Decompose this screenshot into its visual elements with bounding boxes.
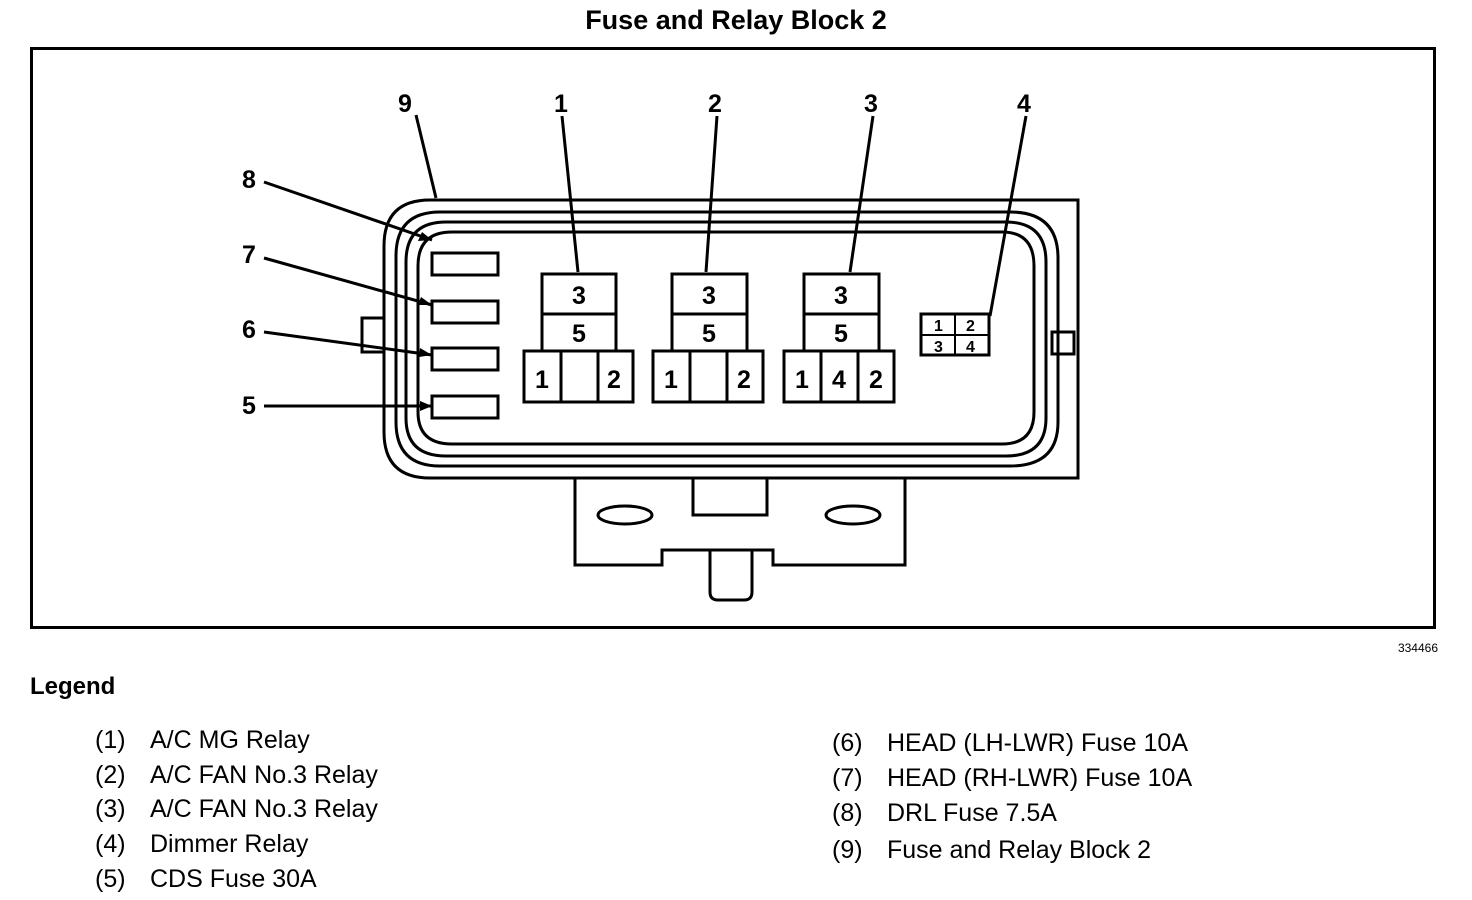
legend-item-1: (1)A/C MG Relay <box>95 726 310 754</box>
legend-item-7: (7)HEAD (RH-LWR) Fuse 10A <box>832 764 1193 792</box>
relay-2-terminal-3: 3 <box>702 282 716 310</box>
relay-1-base-right <box>596 349 635 404</box>
relay-1-terminal-5: 5 <box>572 320 586 348</box>
fuse-7 <box>430 299 500 325</box>
leader-3 <box>848 115 875 273</box>
relay-1-terminal-1: 1 <box>535 366 549 394</box>
leader-2 <box>704 115 719 273</box>
relay-4-terminal-4: 4 <box>966 339 975 356</box>
leader-6 <box>263 330 433 357</box>
relay-1-base-center <box>559 349 600 404</box>
left-tab <box>360 316 384 354</box>
housing-outline <box>382 198 1080 480</box>
callout-3: 3 <box>864 90 878 118</box>
leader-8 <box>263 180 433 242</box>
relay-4-terminal-3: 3 <box>934 339 943 356</box>
legend-item-9: (9)Fuse and Relay Block 2 <box>832 836 1152 864</box>
relay-1-terminal-2: 2 <box>607 366 621 394</box>
diagram-frame <box>30 47 1436 629</box>
housing-rim <box>404 220 1048 458</box>
relay-2-base-center <box>688 349 729 404</box>
relay-2-terminal-2: 2 <box>737 366 751 394</box>
leader-7 <box>263 256 433 307</box>
callout-6: 6 <box>242 316 256 344</box>
callout-7: 7 <box>242 241 256 269</box>
relay-4-terminal-2: 2 <box>966 318 975 335</box>
callout-5: 5 <box>242 392 256 420</box>
callout-4: 4 <box>1017 90 1031 118</box>
relay-3-terminal-2: 2 <box>869 366 883 394</box>
callout-8: 8 <box>242 166 256 194</box>
relay-1-terminal-3: 3 <box>572 282 586 310</box>
legend-item-4: (4)Dimmer Relay <box>95 830 309 858</box>
relay-2-terminal-5: 5 <box>702 320 716 348</box>
legend-item-2: (2)A/C FAN No.3 Relay <box>95 761 378 789</box>
relay-2-base-right <box>725 349 765 404</box>
leader-9 <box>414 114 438 199</box>
relay-3-terminal-1: 1 <box>795 366 809 394</box>
relay-2-terminal-1: 1 <box>664 366 678 394</box>
mounting-hole-left <box>596 504 654 526</box>
relay-4-terminal-1: 1 <box>934 318 943 335</box>
fuse-5 <box>430 394 500 420</box>
legend-item-5: (5)CDS Fuse 30A <box>95 865 317 893</box>
figure-id: 334466 <box>1397 641 1438 655</box>
legend-heading: Legend <box>30 673 116 700</box>
leader-1 <box>560 115 580 273</box>
side-latch <box>1050 330 1076 356</box>
callout-9: 9 <box>398 90 412 118</box>
fuse-8 <box>430 251 500 277</box>
callout-1: 1 <box>554 90 568 118</box>
leader-4 <box>988 115 1028 317</box>
housing-inner-wall <box>394 210 1060 468</box>
mounting-hole-right <box>824 504 882 526</box>
relay-3-terminal-4: 4 <box>832 366 846 394</box>
fuse-block-drawing: 9 1 2 3 4 8 7 6 5 3 5 1 2 3 5 1 2 3 5 1 … <box>242 90 1080 602</box>
callout-2: 2 <box>708 90 722 118</box>
legend-item-6: (6)HEAD (LH-LWR) Fuse 10A <box>832 729 1188 757</box>
fuse-6 <box>430 346 500 372</box>
relay-3-terminal-5: 5 <box>834 320 848 348</box>
bracket-center-slot <box>691 478 769 517</box>
relay-3-terminal-3: 3 <box>834 282 848 310</box>
mounting-bracket <box>573 478 907 567</box>
relay-3-base-right <box>856 349 896 404</box>
bracket-post <box>708 550 754 602</box>
legend-item-3: (3)A/C FAN No.3 Relay <box>95 795 378 823</box>
diagram-title: Fuse and Relay Block 2 <box>585 5 887 35</box>
legend-item-8: (8)DRL Fuse 7.5A <box>832 799 1057 827</box>
housing-cavity <box>416 230 1036 446</box>
